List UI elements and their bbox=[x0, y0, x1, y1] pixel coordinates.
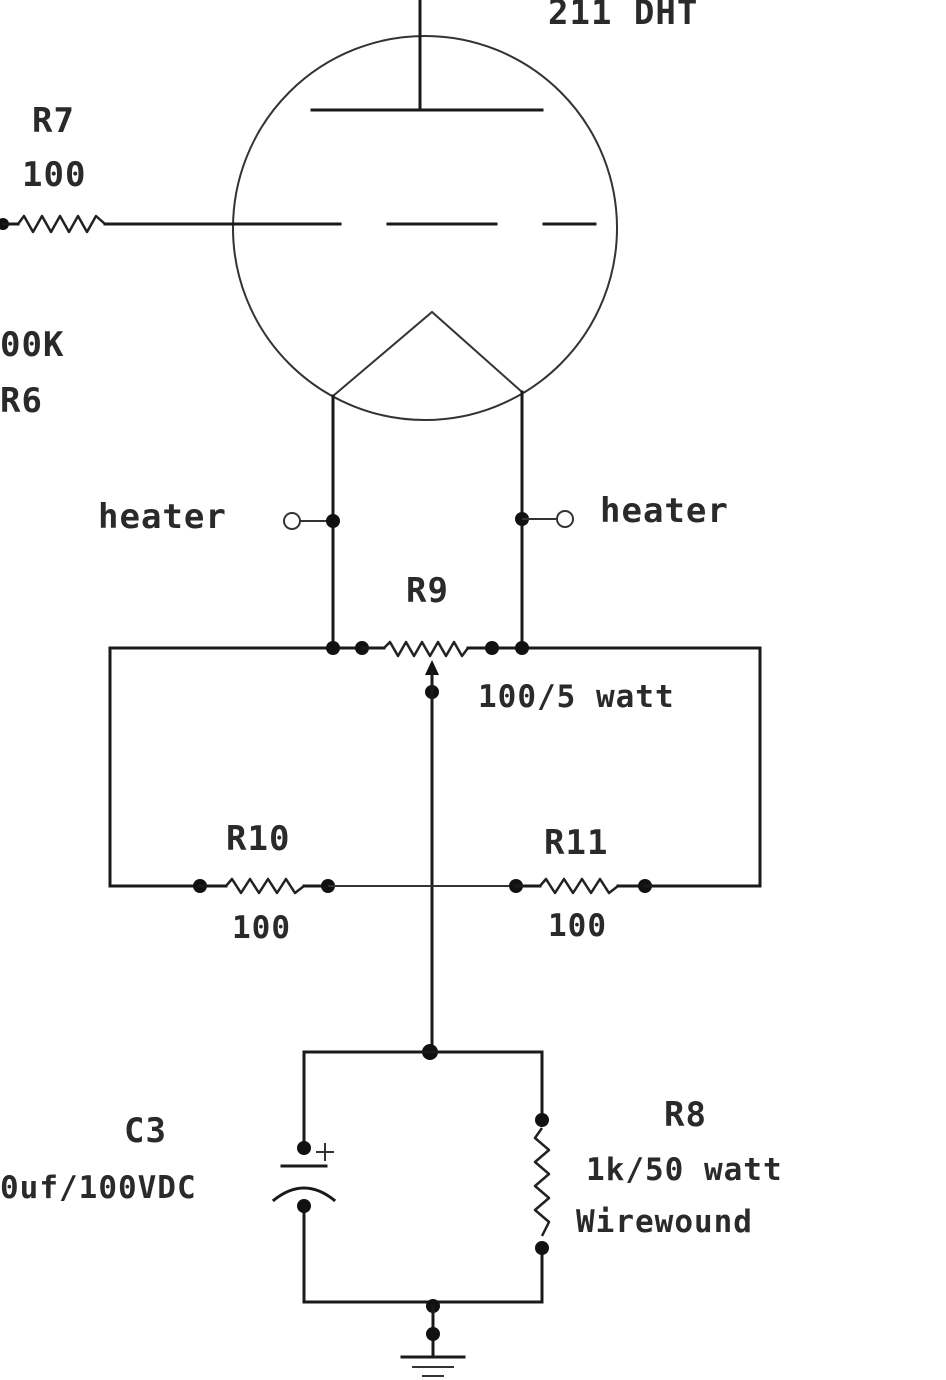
r11-resistor bbox=[509, 877, 652, 895]
r8-resistor bbox=[533, 1113, 551, 1255]
r6-value-label: 00K bbox=[0, 325, 64, 365]
c3-capacitor bbox=[271, 1141, 337, 1213]
r11-name-label: R11 bbox=[544, 823, 608, 863]
junction-dot bbox=[326, 641, 340, 655]
capacitor-curved-plate bbox=[271, 1186, 337, 1203]
heater-terminal-right bbox=[515, 510, 574, 528]
heater-left-label: heater bbox=[98, 497, 227, 537]
r7-resistor bbox=[0, 214, 234, 234]
wiper-arrow-icon bbox=[425, 660, 439, 675]
r8-value-label: 1k/50 watt bbox=[586, 1152, 783, 1188]
tube-symbol bbox=[230, 0, 618, 421]
junction-dot bbox=[326, 514, 340, 528]
junction-dot bbox=[535, 1113, 549, 1127]
terminal-icon bbox=[283, 512, 301, 530]
tube-envelope bbox=[232, 35, 618, 421]
resistor-icon bbox=[533, 1127, 551, 1237]
r7-value-label: 100 bbox=[22, 155, 86, 195]
c3-value-label: 0uf/100VDC bbox=[0, 1170, 197, 1206]
c3-name-label: C3 bbox=[124, 1111, 167, 1151]
r8-name-label: R8 bbox=[664, 1095, 707, 1135]
resistor-icon bbox=[225, 877, 305, 895]
r9-potentiometer bbox=[326, 640, 529, 699]
junction-dot bbox=[426, 1327, 440, 1341]
r10-name-label: R10 bbox=[226, 819, 290, 859]
r8-type-label: Wirewound bbox=[576, 1204, 753, 1240]
resistor-icon bbox=[17, 214, 106, 234]
filament-electrode bbox=[332, 310, 523, 397]
junction-dot bbox=[297, 1141, 311, 1155]
r10-value-label: 100 bbox=[232, 910, 291, 946]
r11-value-label: 100 bbox=[548, 908, 607, 944]
ground-symbol bbox=[400, 1299, 466, 1377]
r9-name-label: R9 bbox=[406, 571, 449, 611]
junction-dot bbox=[535, 1241, 549, 1255]
potentiometer-icon bbox=[383, 640, 469, 658]
tube-label: 211 DHT bbox=[548, 0, 698, 33]
junction-dot bbox=[297, 1199, 311, 1213]
heater-right-label: heater bbox=[600, 491, 729, 531]
terminal-icon bbox=[556, 510, 574, 528]
r10-resistor bbox=[193, 877, 335, 895]
junction-dot bbox=[515, 641, 529, 655]
r7-name-label: R7 bbox=[32, 101, 75, 141]
resistor-icon bbox=[539, 877, 619, 895]
junction-dot bbox=[485, 641, 499, 655]
heater-terminal-left bbox=[283, 512, 340, 530]
r9-value-label: 100/5 watt bbox=[478, 679, 675, 715]
r6-name-label: R6 bbox=[0, 381, 43, 421]
